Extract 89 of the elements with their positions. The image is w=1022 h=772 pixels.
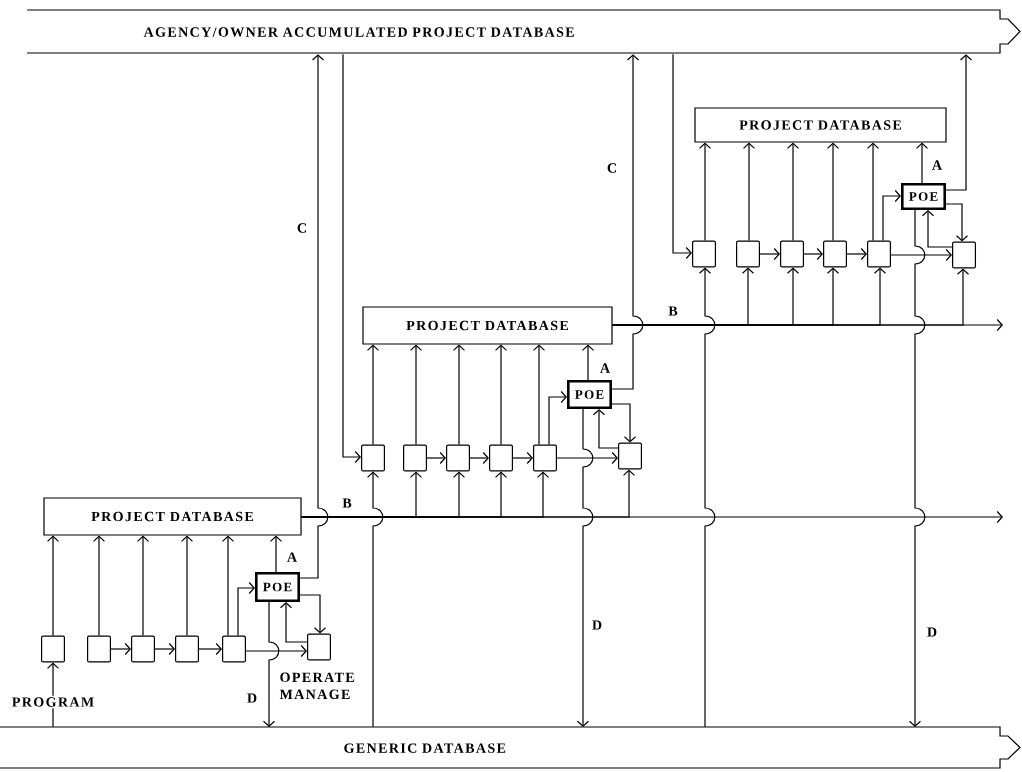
database-band: AGENCY/OWNER ACCUMULATED PROJECT DATABASE <box>26 9 1021 54</box>
arrow <box>92 535 106 637</box>
process-box <box>307 633 331 661</box>
arrow <box>890 248 952 262</box>
arrow <box>945 203 969 242</box>
arrow <box>299 594 327 634</box>
arrow <box>611 54 644 390</box>
process-box <box>131 635 155 663</box>
arrow <box>826 142 840 242</box>
arrow <box>672 53 692 260</box>
arrow <box>299 54 329 579</box>
arrow <box>945 54 973 191</box>
edge-label: D <box>245 691 259 705</box>
arrow <box>366 471 384 728</box>
arrow <box>469 451 489 465</box>
arrow <box>494 344 508 446</box>
arrow <box>512 451 533 465</box>
arrow <box>698 267 716 728</box>
arrow <box>592 409 619 449</box>
process-box <box>533 444 557 472</box>
process-box <box>222 635 246 663</box>
arrow <box>921 210 953 248</box>
arrow <box>908 209 926 727</box>
arrow <box>803 247 823 261</box>
arrow <box>342 53 361 464</box>
process-box <box>823 240 847 268</box>
arrow <box>269 535 283 573</box>
process-box <box>403 444 427 472</box>
process-box <box>736 240 760 268</box>
arrow <box>301 510 1003 524</box>
arrow <box>759 247 780 261</box>
arrow <box>366 344 380 446</box>
process-box <box>446 444 470 472</box>
poe-box: POE <box>255 572 300 602</box>
arrow <box>786 142 800 242</box>
arrow <box>426 451 446 465</box>
arrow <box>698 142 712 242</box>
arrow <box>612 318 1003 332</box>
arrow <box>110 642 131 656</box>
process-box <box>692 240 716 268</box>
database-box: PROJECT DATABASE <box>694 107 947 143</box>
edge-label: C <box>295 221 309 235</box>
arrow <box>846 247 867 261</box>
arrow <box>532 344 546 446</box>
database-band: GENERIC DATABASE <box>0 726 1021 769</box>
process-box <box>175 635 199 663</box>
database-box: PROJECT DATABASE <box>43 497 302 536</box>
arrow <box>245 644 307 658</box>
process-box <box>952 241 976 269</box>
arrow <box>548 390 567 446</box>
arrow <box>262 601 280 727</box>
arrow <box>882 189 901 242</box>
arrow <box>576 408 594 727</box>
arrow <box>180 535 194 637</box>
process-box <box>489 444 513 472</box>
process-box <box>87 635 111 663</box>
database-box: PROJECT DATABASE <box>362 306 613 345</box>
edge-label: B <box>666 304 680 318</box>
arrow <box>221 535 235 637</box>
process-box <box>41 635 65 663</box>
edge-label: A <box>285 550 299 564</box>
edge-label: A <box>930 158 944 172</box>
edge-label: D <box>925 625 939 639</box>
arrow <box>611 403 637 443</box>
arrow <box>581 344 595 381</box>
process-box <box>618 442 642 470</box>
edge-label: D <box>590 618 604 632</box>
poe-box: POE <box>567 380 612 409</box>
process-box <box>867 240 891 268</box>
process-box <box>361 444 385 472</box>
edge-label: A <box>598 361 612 375</box>
arrow <box>237 581 255 637</box>
arrow <box>136 535 150 637</box>
arrow <box>452 344 466 446</box>
arrow <box>742 142 756 242</box>
arrow <box>46 535 60 637</box>
arrow <box>409 344 423 446</box>
arrow <box>198 642 222 656</box>
edge-label: PROGRAM <box>10 695 96 709</box>
arrow <box>154 642 175 656</box>
arrow <box>915 142 929 184</box>
edge-label: C <box>605 161 619 175</box>
arrow <box>556 451 618 465</box>
arrow <box>866 142 880 242</box>
poe-box: POE <box>901 183 946 210</box>
edge-label: B <box>340 496 354 510</box>
arrow <box>279 602 308 643</box>
node-caption: OPERATE MANAGE <box>279 672 354 699</box>
process-box <box>780 240 804 268</box>
